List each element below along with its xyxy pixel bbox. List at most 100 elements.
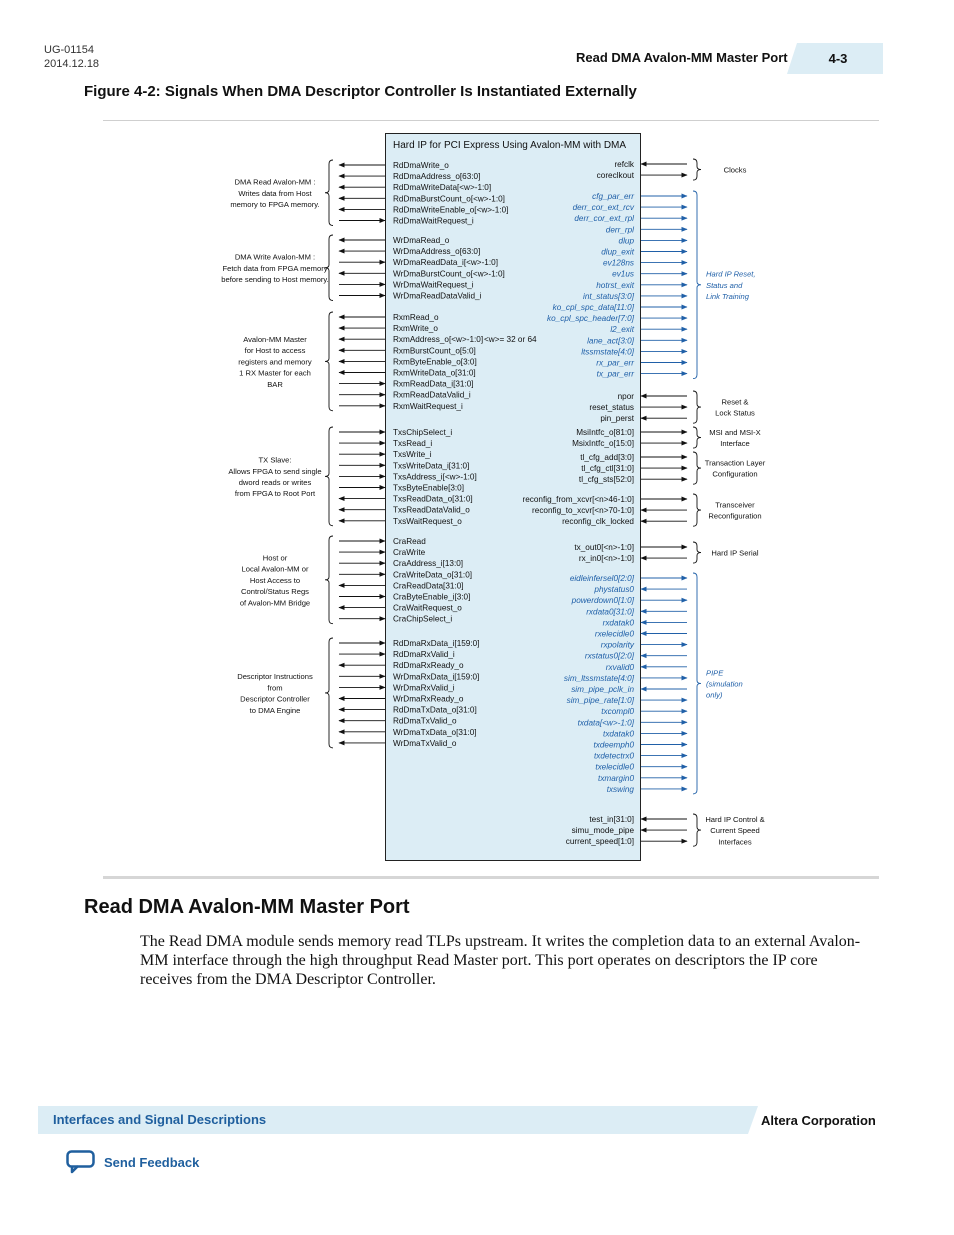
figure-bottom-rule	[103, 876, 879, 879]
right-group-brace	[692, 390, 702, 424]
left-signal-label: RxmWrite_o	[393, 324, 438, 333]
left-signal-label: TxsRead_i	[393, 439, 432, 448]
right-group-label: Lock Status	[715, 409, 755, 418]
left-signal-label: RxmAddress_o[<w>-1:0]	[393, 335, 483, 344]
right-group-label: Interfaces	[718, 837, 752, 846]
left-group-brace	[324, 535, 334, 625]
left-signal-label: TxsReadDataValid_o	[393, 506, 470, 515]
chapter-link[interactable]: Interfaces and Signal Descriptions	[53, 1112, 267, 1127]
right-signal-label: powerdown0[1:0]	[571, 596, 635, 605]
left-signal-label: RdDmaBurstCount_o[<w>-1:0]	[393, 194, 505, 203]
right-group-label: Current Speed	[710, 826, 759, 835]
footer-chapter-bar	[38, 1106, 758, 1134]
left-signal-label: TxsByteEnable[3:0]	[393, 484, 464, 493]
left-signal-label: RdDmaWriteEnable_o[<w>-1:0]	[393, 205, 508, 214]
right-group-label: Transceiver	[715, 501, 755, 510]
right-signal-label: current_speed[1:0]	[566, 837, 634, 846]
left-signal-label: WrDmaBurstCount_o[<w>-1:0]	[393, 269, 505, 278]
right-signal-label: rxdatak0	[603, 618, 635, 627]
right-signal-label: pin_perst	[600, 414, 634, 423]
send-feedback-link[interactable]: Send Feedback	[66, 1150, 199, 1174]
left-signal-label: TxsWriteData_i[31:0]	[393, 461, 469, 470]
left-signal-label: WrDmaTxData_o[31:0]	[393, 728, 477, 737]
right-signal-label: reconfig_clk_locked	[562, 517, 634, 526]
left-group-label: Descriptor Instructions	[237, 672, 313, 681]
right-signal-label: tl_cfg_sts[52:0]	[579, 475, 634, 484]
left-group-label: 1 RX Master for each	[239, 369, 311, 378]
left-group-label: for Host to access	[245, 346, 306, 355]
right-group-brace	[692, 572, 702, 795]
left-group-brace	[324, 234, 334, 301]
left-signal-label: CraRead	[393, 537, 426, 546]
right-signal-label: derr_cor_ext_rcv	[573, 203, 635, 212]
section-heading: Read DMA Avalon-MM Master Port	[84, 896, 410, 918]
right-group-label: Interface	[720, 439, 750, 448]
right-signal-label: dlup	[619, 236, 635, 245]
left-signal-label: RxmReadData_i[31:0]	[393, 380, 474, 389]
left-signal-label: RdDmaTxData_o[31:0]	[393, 706, 477, 715]
right-signal-label: txdata[<w>-1:0]	[578, 718, 635, 727]
left-group-label: Host or	[263, 553, 288, 562]
left-signal-label: WrDmaWaitRequest_i	[393, 280, 474, 289]
left-signal-label: WrDmaReadDataValid_i	[393, 292, 482, 301]
right-signal-label: txswing	[607, 785, 635, 794]
right-signal-label: rxpolarity	[601, 641, 635, 650]
width-note: <w>= 32 or 64	[484, 335, 537, 344]
right-signal-label: sim_ltssmstate[4:0]	[564, 674, 635, 683]
left-group-label: to DMA Engine	[250, 706, 301, 715]
right-signal-label: txdatak0	[603, 729, 634, 738]
left-signal-label: RdDmaTxValid_o	[393, 717, 457, 726]
right-signal-label: dlup_exit	[601, 248, 634, 257]
right-signal-label: eidleinfersel0[2:0]	[570, 574, 635, 583]
right-group-label: Clocks	[724, 166, 747, 175]
left-group-label: Fetch data from FPGA memory	[222, 264, 327, 273]
running-header-title: Read DMA Avalon-MM Master Port	[576, 50, 788, 65]
right-signal-label: rxvalid0	[606, 663, 635, 672]
right-signal-label: txelecidle0	[595, 763, 634, 772]
left-signal-label: RxmRead_o	[393, 313, 439, 322]
left-signal-label: WrDmaRxValid_i	[393, 683, 455, 692]
left-signal-label: WrDmaRxReady_o	[393, 695, 464, 704]
right-signal-label: reconfig_to_xcvr[<n>70-1:0]	[532, 506, 634, 515]
left-group-label: DMA Write Avalon-MM :	[235, 253, 315, 262]
right-group-label: Hard IP Reset,	[706, 270, 756, 279]
left-signal-label: RdDmaRxData_i[159:0]	[393, 639, 479, 648]
right-signal-label: sim_pipe_rate[1:0]	[567, 696, 635, 705]
left-group-label: Writes data from Host	[238, 189, 312, 198]
right-signal-label: simu_mode_pipe	[572, 826, 635, 835]
right-signal-label: ko_cpl_spc_data[11:0]	[553, 303, 635, 312]
figure-top-rule	[103, 120, 879, 121]
speech-bubble-icon	[66, 1150, 95, 1174]
left-signal-label: CraWaitRequest_o	[393, 604, 462, 613]
right-group-label: MSI and MSI-X	[709, 428, 760, 437]
right-group-label: Hard IP Control &	[705, 815, 764, 824]
left-signal-label: RdDmaWaitRequest_i	[393, 217, 474, 226]
right-signal-label: rx_par_err	[596, 359, 634, 368]
right-signal-label: ltssmstate[4:0]	[581, 347, 635, 356]
left-signal-label: WrDmaAddress_o[63:0]	[393, 247, 480, 256]
right-signal-label: npor	[618, 392, 635, 401]
figure-caption: Figure 4-2: Signals When DMA Descriptor …	[84, 83, 637, 100]
right-signal-label: txmargin0	[598, 774, 634, 783]
left-group-label: Local Avalon-MM or	[242, 565, 309, 574]
left-signal-label: RxmReadDataValid_i	[393, 391, 471, 400]
left-signal-label: WrDmaReadData_i[<w>-1:0]	[393, 258, 498, 267]
right-signal-label: txcompl0	[601, 707, 634, 716]
right-signal-label: tl_cfg_ctl[31:0]	[581, 464, 634, 473]
left-signal-label: WrDmaTxValid_o	[393, 739, 457, 748]
right-signal-label: rx_in0[<n>-1:0]	[579, 554, 634, 563]
right-signal-label: tl_cfg_add[3:0]	[580, 453, 634, 462]
left-group-brace	[324, 637, 334, 749]
right-group-label: Transaction Layer	[705, 459, 766, 468]
right-group-label: Reset &	[721, 398, 748, 407]
right-signal-label: ko_cpl_spc_header[7:0]	[547, 314, 635, 323]
right-signal-label: int_status[3:0]	[583, 292, 635, 301]
right-signal-label: MsixIntfc_o[15:0]	[572, 439, 634, 448]
left-group-brace	[324, 159, 334, 226]
section-body: The Read DMA module sends memory read TL…	[140, 933, 861, 988]
left-group-label: registers and memory	[238, 357, 312, 366]
right-group-brace	[692, 813, 702, 847]
left-group-label: Allows FPGA to send single	[228, 467, 321, 476]
left-signal-label: TxsAddress_i[<w>-1:0]	[393, 472, 477, 481]
left-signal-label: CraWrite	[393, 548, 426, 557]
